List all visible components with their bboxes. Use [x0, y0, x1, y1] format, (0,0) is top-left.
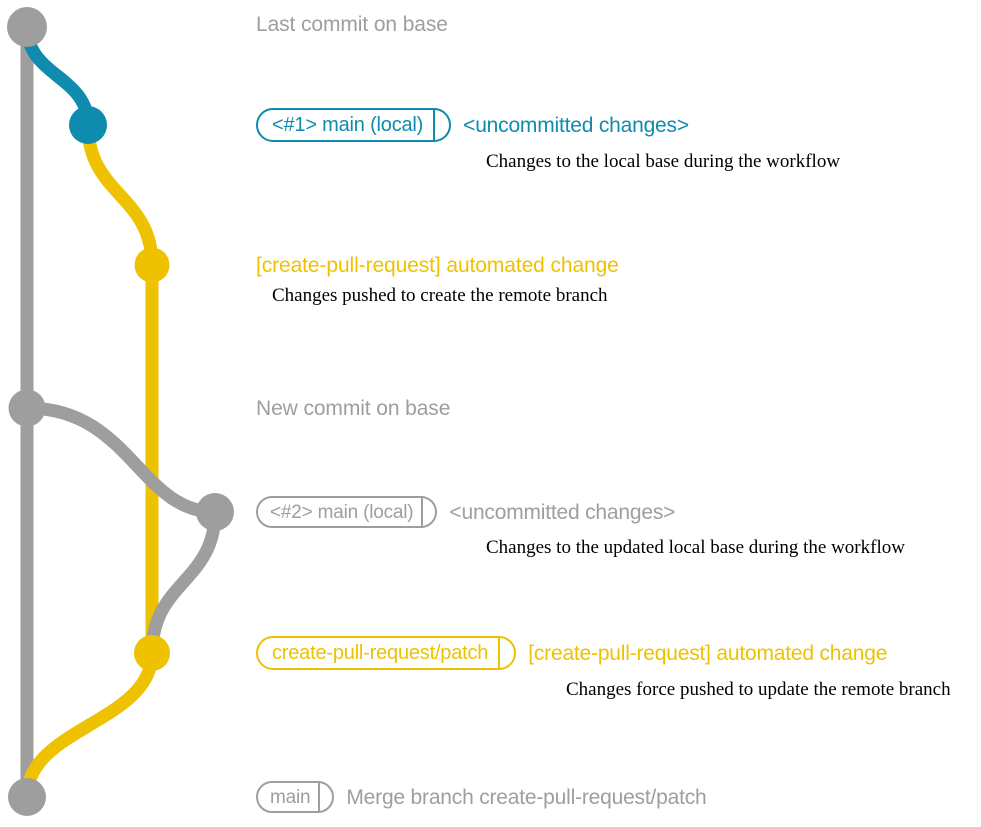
node-base-last	[7, 7, 47, 47]
node-remote-create	[134, 247, 170, 283]
commit-description: Changes to the local base during the wor…	[486, 151, 841, 172]
node-remote-force	[134, 635, 170, 671]
commit-description: Changes to the updated local base during…	[486, 537, 905, 558]
branch-tag-main[interactable]: main	[256, 781, 335, 813]
row-local-change-1: <#1> main (local) <uncommitted changes> …	[256, 108, 981, 171]
commit-title: Last commit on base	[256, 13, 448, 36]
commit-title: <uncommitted changes>	[449, 500, 676, 524]
commit-title: <uncommitted changes>	[463, 113, 689, 137]
graph-nodes	[7, 7, 234, 816]
node-local-2	[196, 493, 234, 531]
row-new-commit-on-base: New commit on base	[256, 398, 981, 419]
row-head: Last commit on base	[256, 14, 981, 35]
branch-tag-local-1[interactable]: <#1> main (local)	[256, 108, 452, 142]
node-base-merge	[8, 778, 46, 816]
commit-description: Changes pushed to create the remote bran…	[272, 285, 608, 306]
edge-basenew-to-local2	[20, 401, 222, 519]
commit-title: [create-pull-request] automated change	[256, 254, 619, 277]
branch-tag-create-pull-request-patch[interactable]: create-pull-request/patch	[256, 636, 517, 670]
commit-title: Merge branch create-pull-request/patch	[346, 785, 707, 809]
row-head: main Merge branch create-pull-request/pa…	[256, 781, 981, 813]
node-local-1	[69, 106, 107, 144]
edge-local1-to-remote-create	[81, 118, 159, 272]
branch-tag-local-2[interactable]: <#2> main (local)	[256, 496, 438, 528]
row-head: <#2> main (local) <uncommitted changes>	[256, 496, 981, 528]
row-head: New commit on base	[256, 398, 981, 419]
row-head: <#1> main (local) <uncommitted changes>	[256, 108, 981, 142]
commit-title: [create-pull-request] automated change	[528, 641, 888, 665]
row-automated-change-1: [create-pull-request] automated change C…	[256, 255, 981, 305]
node-base-new	[8, 389, 46, 427]
row-automated-change-2: create-pull-request/patch [create-pull-r…	[256, 636, 981, 699]
commit-title: New commit on base	[256, 397, 451, 420]
edge-remote-force-to-merge	[20, 646, 159, 804]
row-local-change-2: <#2> main (local) <uncommitted changes> …	[256, 496, 981, 557]
edge-local2-to-remote-force	[145, 505, 222, 660]
commit-description: Changes force pushed to update the remot…	[566, 679, 951, 700]
row-head: [create-pull-request] automated change	[256, 255, 981, 276]
row-last-commit-on-base: Last commit on base	[256, 14, 981, 35]
row-head: create-pull-request/patch [create-pull-r…	[256, 636, 981, 670]
row-merge-commit: main Merge branch create-pull-request/pa…	[256, 781, 981, 813]
